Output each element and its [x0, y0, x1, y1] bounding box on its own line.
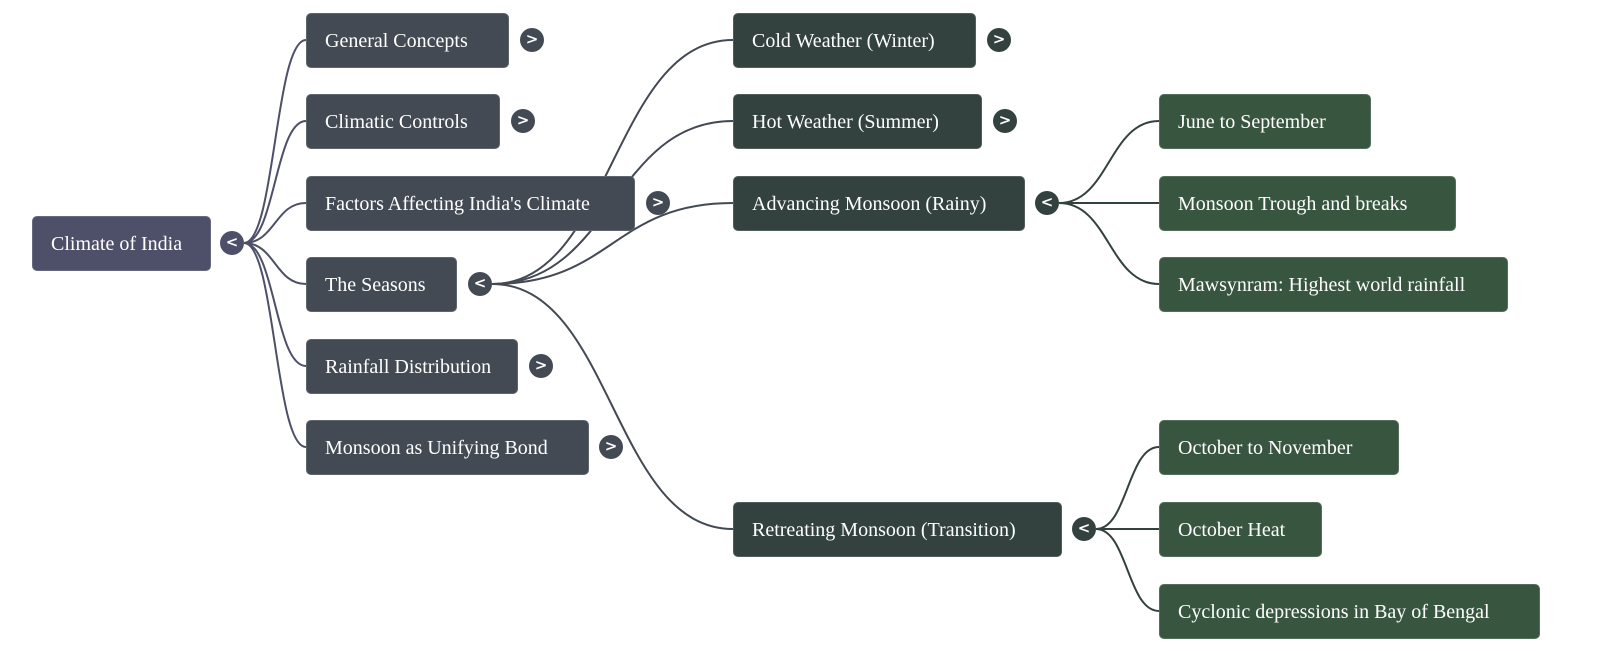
- connector-line: [491, 39, 734, 285]
- node-october-heat[interactable]: October Heat: [1159, 502, 1322, 557]
- node-monsoon-unifying-bond[interactable]: Monsoon as Unifying Bond: [306, 420, 589, 475]
- expand-toggle-icon[interactable]: >: [520, 28, 544, 52]
- expand-toggle-icon[interactable]: >: [511, 109, 535, 133]
- connector-line: [1058, 120, 1160, 204]
- node-advancing-monsoon[interactable]: Advancing Monsoon (Rainy): [733, 176, 1025, 231]
- connector-line: [491, 283, 734, 530]
- collapse-toggle-icon[interactable]: <: [220, 231, 244, 255]
- node-rainfall-distribution[interactable]: Rainfall Distribution: [306, 339, 518, 394]
- expand-toggle-icon[interactable]: >: [987, 28, 1011, 52]
- connector-line: [243, 120, 307, 244]
- connector-line: [243, 242, 307, 367]
- collapse-toggle-icon[interactable]: <: [468, 272, 492, 296]
- connector-line: [491, 202, 734, 285]
- collapse-toggle-icon[interactable]: <: [1072, 517, 1096, 541]
- node-climatic-controls[interactable]: Climatic Controls: [306, 94, 500, 149]
- node-the-seasons[interactable]: The Seasons: [306, 257, 457, 312]
- node-retreating-monsoon[interactable]: Retreating Monsoon (Transition): [733, 502, 1062, 557]
- collapse-toggle-icon[interactable]: <: [1035, 191, 1059, 215]
- node-june-to-september[interactable]: June to September: [1159, 94, 1371, 149]
- node-cyclonic-depressions[interactable]: Cyclonic depressions in Bay of Bengal: [1159, 584, 1540, 639]
- expand-toggle-icon[interactable]: >: [646, 191, 670, 215]
- node-general-concepts[interactable]: General Concepts: [306, 13, 509, 68]
- node-monsoon-trough[interactable]: Monsoon Trough and breaks: [1159, 176, 1456, 231]
- connector-line: [243, 202, 307, 244]
- connector-line: [243, 39, 307, 244]
- expand-toggle-icon[interactable]: >: [529, 354, 553, 378]
- connector-line: [1058, 202, 1160, 285]
- expand-toggle-icon[interactable]: >: [599, 435, 623, 459]
- node-october-to-november[interactable]: October to November: [1159, 420, 1399, 475]
- root-node[interactable]: Climate of India: [32, 216, 211, 271]
- node-hot-weather[interactable]: Hot Weather (Summer): [733, 94, 982, 149]
- connector-line: [243, 242, 307, 285]
- connector-line: [243, 242, 307, 448]
- connector-line: [1095, 446, 1160, 530]
- connector-line: [1095, 528, 1160, 612]
- node-factors-affecting-climate[interactable]: Factors Affecting India's Climate: [306, 176, 635, 231]
- node-mawsynram[interactable]: Mawsynram: Highest world rainfall: [1159, 257, 1508, 312]
- expand-toggle-icon[interactable]: >: [993, 109, 1017, 133]
- node-cold-weather[interactable]: Cold Weather (Winter): [733, 13, 976, 68]
